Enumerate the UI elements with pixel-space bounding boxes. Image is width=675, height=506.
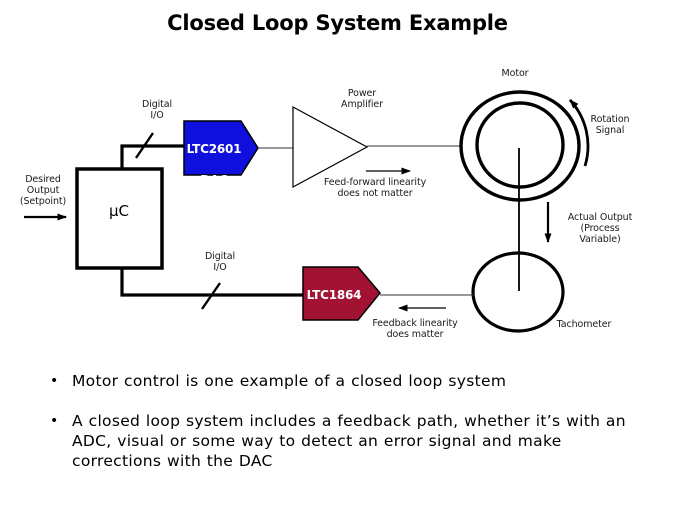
bullet-text: Motor control is one example of a closed… (72, 372, 507, 390)
adc-label: LTC1864 ADC (307, 270, 362, 356)
slide-title: Closed Loop System Example (167, 11, 508, 35)
bus-slash-top (135, 132, 154, 159)
dac-type-label: DAC (200, 173, 228, 187)
feedback-note: Feedback linearity does matter (372, 318, 458, 340)
bullet-icon: • (50, 373, 59, 389)
power-amplifier-label: Power Amplifier (341, 88, 383, 110)
diagram-canvas (24, 90, 590, 333)
closed-loop-diagram: Desired Output (Setpoint) μC Digital I/O… (19, 68, 633, 356)
digital-io-top-label: Digital I/O (141, 99, 173, 121)
power-amplifier-shape (292, 105, 369, 189)
list-item: • Motor control is one example of a clos… (50, 371, 640, 391)
bullet-icon: • (50, 413, 59, 429)
adc-part-number: LTC1864 (306, 288, 362, 302)
motor-inner-circle (475, 101, 565, 189)
motor-label: Motor (501, 68, 529, 79)
digital-io-bottom-label: Digital I/O (204, 251, 236, 273)
adc-type-label: ADC (320, 324, 348, 338)
rotation-signal-label: Rotation Signal (590, 114, 630, 136)
feedforward-note: Feed-forward linearity does not matter (323, 177, 427, 199)
mcu-label: μC (108, 202, 130, 220)
bullet-text: A closed loop system includes a feedback… (72, 412, 626, 470)
mcu-box (75, 167, 164, 270)
dac-shape (183, 120, 259, 176)
setpoint-label: Desired Output (Setpoint) (19, 174, 67, 207)
list-item: • A closed loop system includes a feedba… (50, 411, 640, 471)
bus-wire-top (120, 144, 184, 169)
rotation-arrow (568, 99, 590, 167)
adc-shape (302, 266, 381, 321)
dac-part-number: LTC2601 (186, 142, 242, 156)
tachometer-circle (471, 251, 565, 333)
dac-label: LTC2601 DAC (187, 127, 242, 203)
bus-wire-bottom (120, 268, 303, 297)
tachometer-label: Tachometer (556, 319, 612, 330)
bullet-list: • Motor control is one example of a clos… (50, 371, 640, 491)
actual-output-label: Actual Output (Process Variable) (567, 212, 633, 245)
bus-slash-bottom (201, 282, 221, 310)
